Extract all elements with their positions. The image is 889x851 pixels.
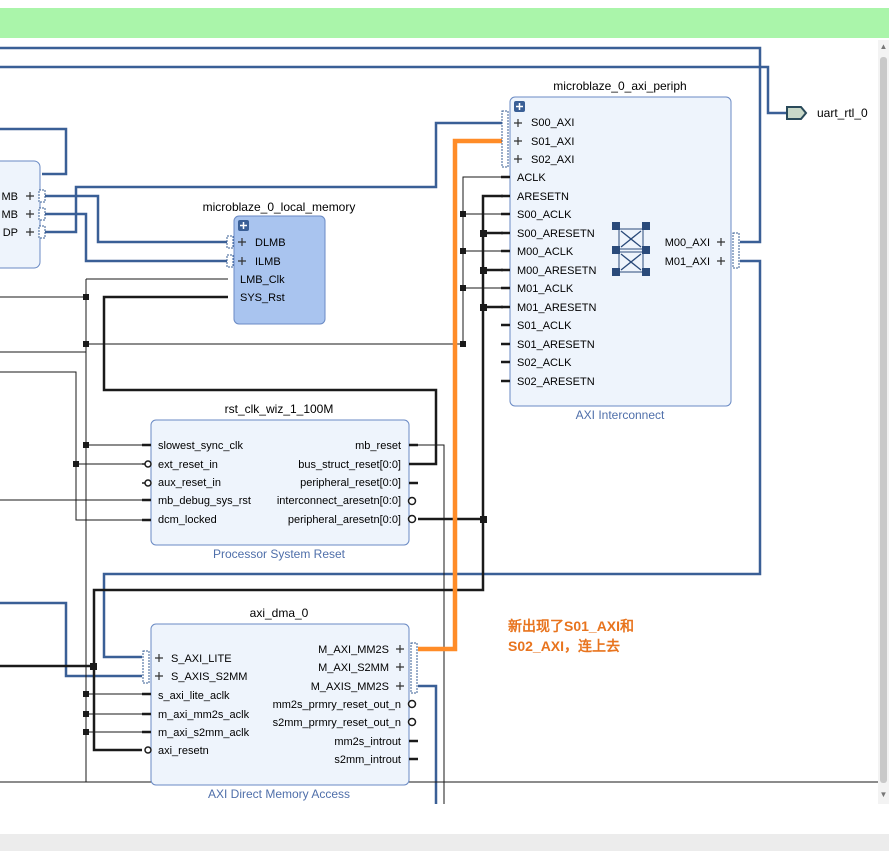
toolbar-area — [0, 0, 889, 40]
axi-left-pins: S00_AXI S01_AXI S02_AXI ACLK ARESETN S00_ACLK… — [517, 117, 597, 388]
dma-pin-m-axi-mm2s: M_AXI_MM2S — [318, 644, 389, 656]
dma-pin-m-axis-mm2s: M_AXIS_MM2S — [311, 681, 389, 693]
uart-port[interactable]: uart_rtl_0 — [786, 106, 868, 120]
expand-plus-icon[interactable] — [26, 192, 34, 236]
active-low-bubbles — [142, 460, 417, 524]
dma-subtitle: AXI Direct Memory Access — [208, 787, 350, 801]
rst-pin-interconnect-aresetn-0-0-: interconnect_aresetn[0:0] — [277, 495, 401, 507]
pin-m00-axi: M00_AXI — [665, 237, 710, 249]
dma-pin-m-axi-mm2s-aclk: m_axi_mm2s_aclk — [158, 709, 250, 721]
status-bar — [0, 834, 889, 851]
dma-pin-s2mm-introut: s2mm_introut — [334, 754, 401, 766]
microblaze-block[interactable]: MB MB DP — [0, 160, 46, 269]
rst-pin-mb-debug-sys-rst: mb_debug_sys_rst — [158, 495, 251, 507]
processor-system-reset-block[interactable]: rst_clk_wiz_1_100M slowest_sync_clk ext_r… — [142, 402, 418, 561]
local-memory-title: microblaze_0_local_memory — [203, 200, 356, 214]
dma-pin-axi-resetn: axi_resetn — [158, 745, 209, 757]
expand-plus-icon[interactable] — [155, 645, 404, 690]
axi-pin-s00-aclk: S00_ACLK — [517, 209, 572, 221]
rst-right-pins: mb_reset bus_struct_reset[0:0] peripheral_… — [277, 440, 401, 526]
axi-periph-title: microblaze_0_axi_periph — [553, 79, 686, 93]
rst-pin-ext-reset-in: ext_reset_in — [158, 459, 218, 471]
status-bar-area — [0, 804, 889, 851]
dma-pin-s-axi-lite: S_AXI_LITE — [171, 653, 232, 665]
axi-pin-m01-aclk: M01_ACLK — [517, 283, 574, 295]
rst-pin-slowest-sync-clk: slowest_sync_clk — [158, 440, 243, 452]
pin-stubs — [142, 443, 418, 522]
axi-pin-m01-aresetn: M01_ARESETN — [517, 302, 597, 314]
pin-lmb-clk: LMB_Clk — [240, 274, 285, 286]
dma-pin-s-axis-s2mm: S_AXIS_S2MM — [171, 671, 247, 683]
pin-stubs — [142, 692, 418, 761]
bus-nets — [0, 46, 787, 804]
status-banner — [0, 8, 889, 38]
mb-pin-dp: DP — [3, 227, 18, 239]
axi-pin-s00-aresetn: S00_ARESETN — [517, 228, 595, 240]
dma-pin-m-axi-s2mm-aclk: m_axi_s2mm_aclk — [158, 727, 250, 739]
expand-plus-icon[interactable] — [238, 238, 246, 265]
rst-pin-peripheral-reset-0-0-: peripheral_reset[0:0] — [300, 477, 401, 489]
dma-pin-m-axi-s2mm: M_AXI_S2MM — [318, 662, 389, 674]
mb-pin-dlmb: MB — [2, 191, 19, 203]
bus-interface-icon — [501, 110, 740, 269]
local-memory-block[interactable]: microblaze_0_local_memory DLMB ILMB LMB_… — [203, 200, 356, 325]
dma-left-pins: S_AXI_LITE S_AXIS_S2MM s_axi_lite_aclk m_ax… — [158, 653, 250, 757]
axi-pin-s01-aresetn: S01_ARESETN — [517, 339, 595, 351]
rst-subtitle: Processor System Reset — [213, 547, 346, 561]
scroll-up-icon[interactable]: ▲ — [879, 42, 888, 51]
scrollbar-thumb[interactable] — [880, 57, 887, 783]
axi-pin-s00-axi: S00_AXI — [531, 117, 574, 129]
axi-pin-aresetn: ARESETN — [517, 191, 569, 203]
expand-plus-icon[interactable] — [514, 119, 725, 265]
pin-m01-axi: M01_AXI — [665, 256, 710, 268]
output-port-icon — [786, 106, 808, 120]
annotation: 新出现了S01_AXI和 S02_AXI，连上去 — [508, 618, 634, 654]
block-design-canvas[interactable]: MB MB DP microblaze_0_local_memory DLMB … — [0, 40, 878, 804]
signal-nets — [0, 176, 878, 804]
pin-sys-rst: SYS_Rst — [240, 292, 285, 304]
dma-pin-s2mm-prmry-reset-out-n: s2mm_prmry_reset_out_n — [273, 717, 401, 729]
annotation-line-1: 新出现了S01_AXI和 — [508, 618, 634, 634]
axi-dma-block[interactable]: axi_dma_0 S_AXI_LITE S_AXIS_S2MM s_axi_lit… — [142, 606, 418, 801]
axi-pin-m00-aresetn: M00_ARESETN — [517, 265, 597, 277]
axi-pin-aclk: ACLK — [517, 172, 546, 184]
bus-interface-icon — [142, 642, 418, 694]
axi-pin-m00-aclk: M00_ACLK — [517, 246, 574, 258]
new-axi-connection — [418, 138, 503, 652]
net-junctions — [73, 211, 487, 735]
dma-right-pins: M_AXI_MM2S M_AXI_S2MM M_AXIS_MM2S mm2s_prmr… — [273, 644, 401, 766]
crossbar-icon — [612, 222, 650, 276]
bus-interface-icon — [226, 235, 234, 268]
annotation-line-2: S02_AXI，连上去 — [508, 638, 620, 654]
axi-pin-s02-axi: S02_AXI — [531, 154, 574, 166]
axi-pin-s01-aclk: S01_ACLK — [517, 320, 572, 332]
pin-ilmb: ILMB — [255, 256, 281, 268]
axi-interconnect-block[interactable]: microblaze_0_axi_periph S00_AXIS01_AXIS0… — [501, 79, 740, 422]
rst-pin-peripheral-aresetn-0-0-: peripheral_aresetn[0:0] — [288, 514, 401, 526]
dma-title: axi_dma_0 — [250, 606, 309, 620]
axi-pin-s02-aclk: S02_ACLK — [517, 357, 572, 369]
vertical-scrollbar[interactable]: ▲ ▼ — [878, 40, 889, 804]
rst-title: rst_clk_wiz_1_100M — [225, 402, 334, 416]
rst-pin-dcm-locked: dcm_locked — [158, 514, 217, 526]
uart-port-label: uart_rtl_0 — [817, 106, 868, 120]
rst-left-pins: slowest_sync_clk ext_reset_in aux_reset_in… — [158, 440, 251, 526]
rst-pin-mb-reset: mb_reset — [355, 440, 401, 452]
bus-interface-icon — [38, 189, 46, 239]
rst-pin-aux-reset-in: aux_reset_in — [158, 477, 221, 489]
rst-pin-bus-struct-reset-0-0-: bus_struct_reset[0:0] — [298, 459, 401, 471]
axi-periph-subtitle: AXI Interconnect — [576, 408, 665, 422]
active-low-bubbles — [144, 699, 417, 754]
dma-pin-mm2s-introut: mm2s_introut — [334, 736, 401, 748]
axi-pin-s01-axi: S01_AXI — [531, 136, 574, 148]
mb-pin-ilmb: MB — [2, 209, 19, 221]
dma-pin-mm2s-prmry-reset-out-n: mm2s_prmry_reset_out_n — [273, 699, 401, 711]
scroll-down-icon[interactable]: ▼ — [879, 790, 888, 799]
dma-pin-s-axi-lite-aclk: s_axi_lite_aclk — [158, 690, 230, 702]
block-diagram[interactable]: MB MB DP microblaze_0_local_memory DLMB … — [0, 40, 878, 804]
axi-pin-s02-aresetn: S02_ARESETN — [517, 376, 595, 388]
pin-dlmb: DLMB — [255, 237, 286, 249]
pin-stubs — [501, 175, 510, 383]
